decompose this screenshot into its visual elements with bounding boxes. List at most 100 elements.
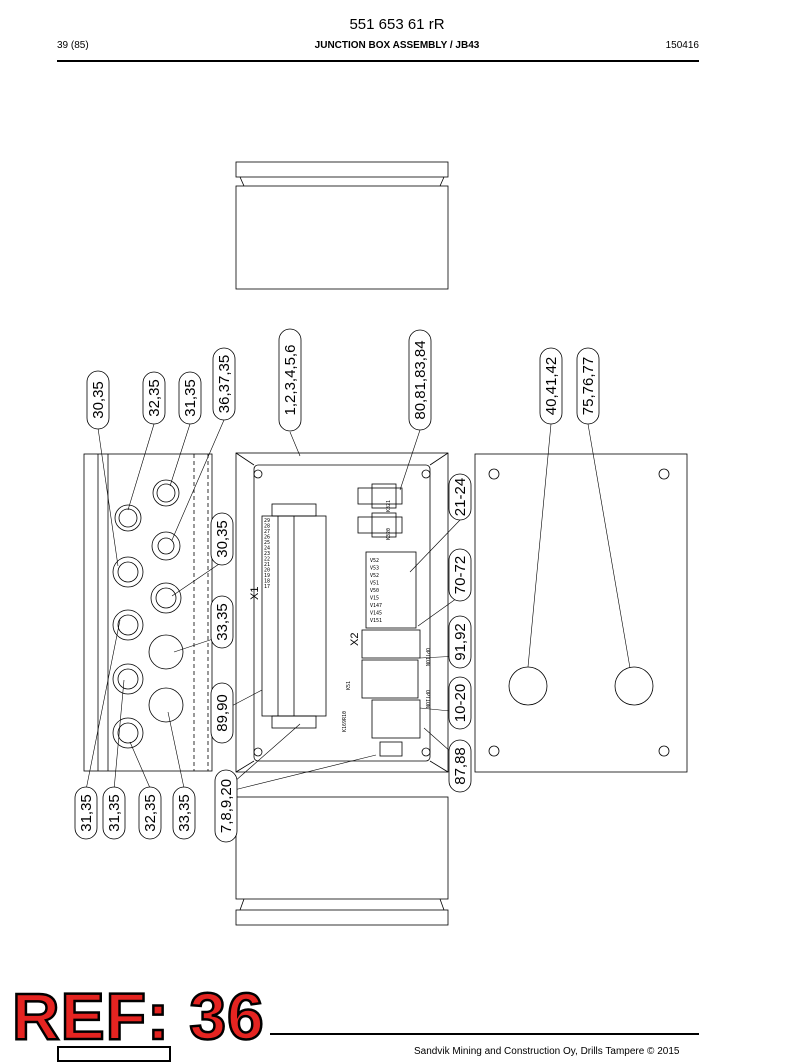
callout-bubble	[172, 786, 196, 840]
x2-terminal-label: V15	[370, 596, 379, 602]
option-label-1: OPTION	[424, 648, 430, 666]
callout-label: 33,35	[176, 794, 193, 832]
door-view	[474, 453, 688, 773]
callout-label: 36,37,35	[216, 355, 233, 413]
callout-18: 31,35	[102, 786, 126, 840]
callout-7: 40,41,42	[539, 347, 563, 425]
callout-label: 7,8,9,20	[218, 779, 235, 833]
callout-8: 75,76,77	[576, 347, 600, 425]
x1-row-number: 18	[264, 579, 270, 585]
callout-14: 89,90	[210, 682, 234, 744]
callout-bubble	[210, 595, 234, 649]
callout-label: 1,2,3,4,5,6	[282, 345, 299, 416]
x1-row-number: 24	[264, 546, 270, 552]
drawing-labels: X1 X2 K321 K320 K51 K169R10 OPTION OPTIO…	[249, 500, 430, 732]
x2-terminal-label: V147	[370, 603, 382, 609]
x1-row-number: 25	[264, 540, 270, 546]
x1-row-number: 28	[264, 524, 270, 530]
callout-label: 40,41,42	[543, 357, 560, 415]
callout-bubble	[448, 615, 472, 669]
callout-21: 7,8,9,20	[214, 769, 238, 843]
callout-bubble	[178, 371, 202, 425]
relay-k51-label: K51	[346, 681, 352, 690]
callout-bubble	[448, 739, 472, 793]
x1-row-number: 23	[264, 551, 270, 557]
x1-row-number: 22	[264, 557, 270, 563]
callout-10: 30,35	[210, 512, 234, 566]
callout-label: 75,76,77	[580, 357, 597, 415]
callout-label: 10-20	[452, 684, 469, 722]
relay-k320-label: K320	[386, 528, 392, 540]
callout-label: 70-72	[452, 556, 469, 594]
relay-k169-label: K169R10	[342, 711, 348, 732]
x1-row-number: 19	[264, 573, 270, 579]
callout-group: 30,35 32,35 31,35 36,37,35 1,2,3,4,5,6 80,81,…	[74, 328, 600, 843]
callout-label: 30,35	[214, 520, 231, 558]
copyright: Sandvik Mining and Construction Oy, Dril…	[414, 1046, 680, 1057]
callout-bubble	[214, 769, 238, 843]
callout-5: 1,2,3,4,5,6	[278, 328, 302, 432]
callout-2: 32,35	[142, 371, 166, 425]
callout-bubble	[539, 347, 563, 425]
callout-bubble	[102, 786, 126, 840]
callout-bubble	[74, 786, 98, 840]
terminal-x1-label: X1	[249, 587, 261, 600]
x2-terminal-label: V151	[370, 618, 382, 624]
callout-label: 30,35	[90, 381, 107, 419]
callout-bubble	[448, 473, 472, 521]
x2-terminal-label: V52	[370, 573, 379, 579]
callout-6: 80,81,83,84	[408, 329, 432, 431]
callout-label: 32,35	[142, 794, 159, 832]
callout-label: 21-24	[452, 478, 469, 516]
x1-row-number: 20	[264, 568, 270, 574]
top-cover-view	[235, 161, 449, 290]
page-title: JUNCTION BOX ASSEMBLY / JB43	[314, 40, 480, 51]
x1-row-number: 26	[264, 535, 270, 541]
terminal-x2-label: X2	[349, 633, 361, 646]
option-label-2: OPTION	[424, 690, 430, 708]
callout-bubble	[212, 347, 236, 421]
document-number: 551 653 61 rR	[349, 16, 445, 33]
x1-row-number: 27	[264, 529, 270, 535]
callout-bubble	[448, 548, 472, 602]
bottom-cover-view	[235, 796, 449, 926]
relay-k321-label: K321	[386, 500, 392, 512]
callout-label: 31,35	[106, 794, 123, 832]
x1-row-number: 21	[264, 562, 270, 568]
callout-bubble	[448, 676, 472, 730]
x2-terminal-label: V53	[370, 566, 379, 572]
callout-label: 33,35	[214, 603, 231, 641]
callout-label: 32,35	[146, 379, 163, 417]
callout-9: 21-24	[448, 473, 472, 521]
footer-rule	[270, 1033, 699, 1035]
callout-bubble	[142, 371, 166, 425]
revision-date: 150416	[665, 40, 699, 51]
callout-label: 91,92	[452, 623, 469, 661]
callout-4: 36,37,35	[212, 347, 236, 421]
callout-3: 31,35	[178, 371, 202, 425]
callout-bubble	[278, 328, 302, 432]
callout-label: 31,35	[78, 794, 95, 832]
callout-bubble	[86, 370, 110, 430]
x1-row-number: 29	[264, 518, 270, 524]
page-number: 39 (85)	[57, 40, 89, 51]
callout-19: 32,35	[138, 786, 162, 840]
callout-label: 31,35	[182, 379, 199, 417]
x2-terminal-label: V51	[370, 581, 379, 587]
callout-12: 33,35	[210, 595, 234, 649]
callout-bubble	[408, 329, 432, 431]
callout-label: 89,90	[214, 694, 231, 732]
callout-bubble	[210, 682, 234, 744]
callout-15: 10-20	[448, 676, 472, 730]
main-enclosure	[235, 452, 449, 773]
x2-terminal-label: V52	[370, 558, 379, 564]
callout-16: 87,88	[448, 739, 472, 793]
side-view-glands	[83, 453, 213, 772]
callout-20: 33,35	[172, 786, 196, 840]
callout-13: 91,92	[448, 615, 472, 669]
x2-terminal-label: V50	[370, 588, 379, 594]
callout-bubble	[576, 347, 600, 425]
x2-terminal-label: V145	[370, 611, 382, 617]
callout-bubble	[210, 512, 234, 566]
callout-17: 31,35	[74, 786, 98, 840]
